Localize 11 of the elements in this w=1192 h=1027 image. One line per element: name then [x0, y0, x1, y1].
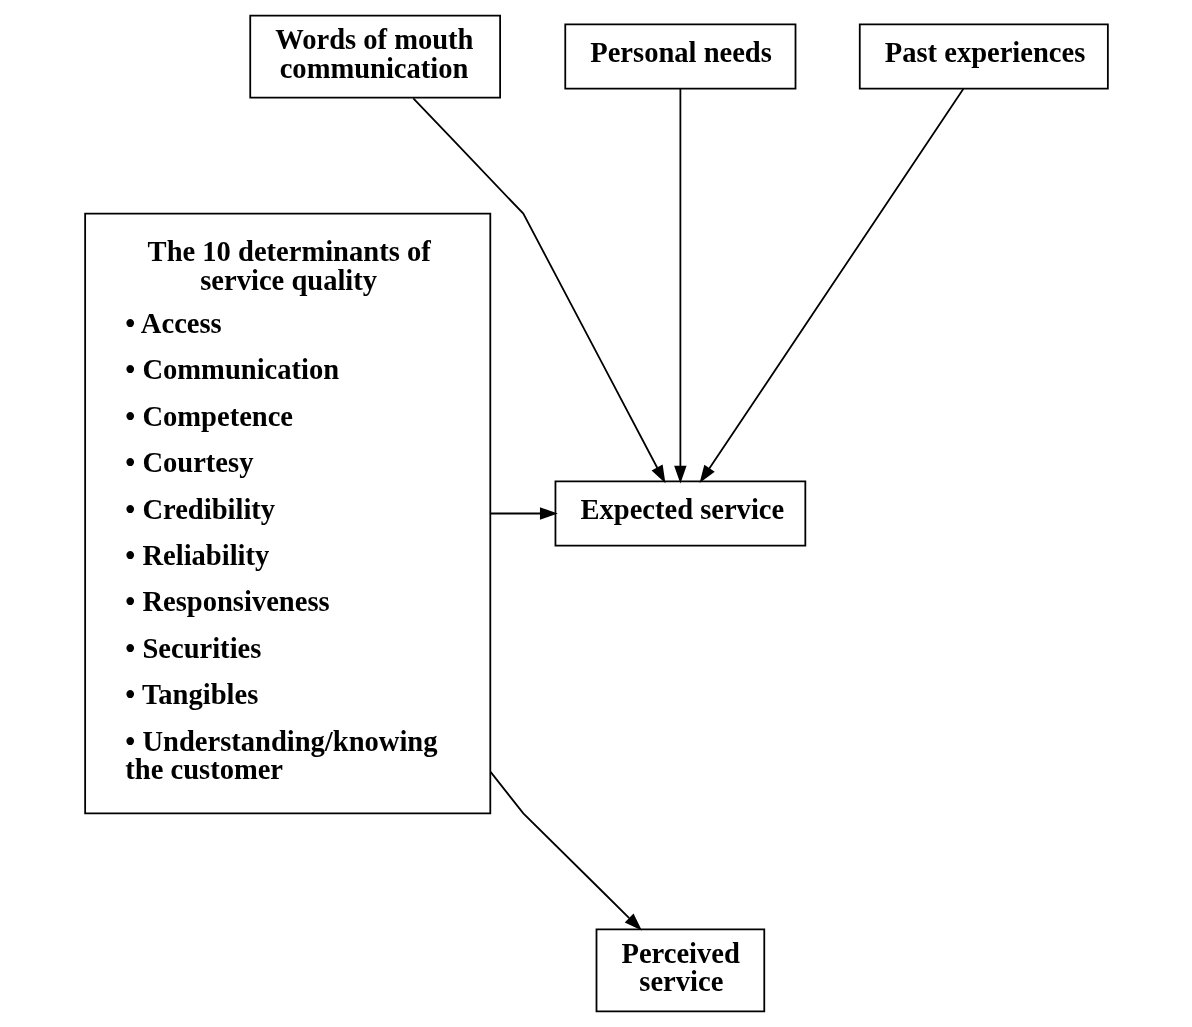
arrow: [673, 87, 687, 484]
node-box: Personal needs: [563, 23, 796, 90]
node-box: The 10 determinants of service quality • Access • Communication • Competence • Courtesy • Credibility • Reliability • Responsiveness • Securities • Tangibles • Understanding/knowing the customer: [83, 212, 491, 815]
arrow: [699, 87, 964, 484]
node-box: Past experiences: [858, 23, 1109, 90]
node-box: Expected service: [554, 480, 806, 547]
arrow: [411, 97, 665, 484]
node-box: Words of mouth communication: [248, 14, 501, 99]
arrow: [489, 771, 642, 931]
arrow: [489, 507, 558, 520]
node-box: Perceived service: [595, 928, 765, 1013]
